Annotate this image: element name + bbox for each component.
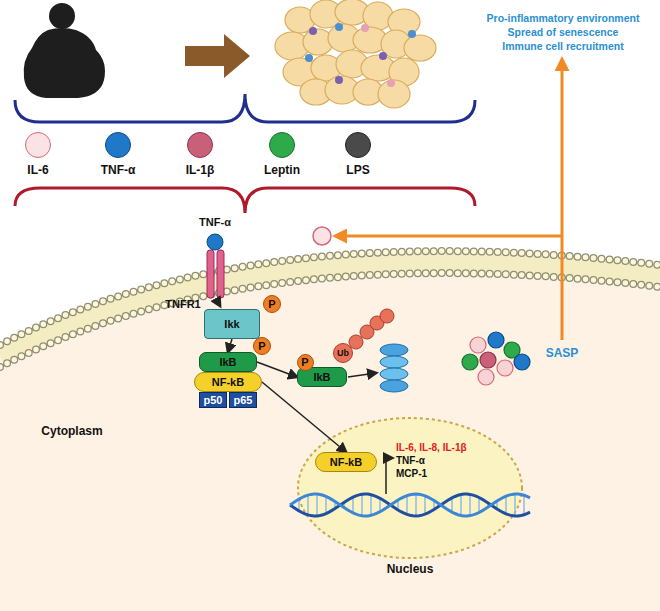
base-pair [406, 496, 408, 515]
arrow [386, 458, 392, 494]
base-pair [460, 495, 462, 516]
base-pair [514, 494, 516, 516]
node-text: IkB [219, 356, 236, 368]
receptor-label: TNFR1 [165, 298, 200, 310]
gene-label: IL-6, IL-8, IL-1β [396, 442, 467, 453]
node-text: Ub [337, 348, 349, 358]
subunit-box: p65 [229, 392, 257, 408]
node-text: IkB [313, 371, 330, 383]
base-pair [415, 494, 417, 516]
dna-strand [290, 494, 530, 516]
tnfr1-receptor [207, 234, 224, 298]
legend-text: IL-1β [186, 163, 215, 177]
arrow [185, 34, 250, 78]
base-pair [316, 494, 318, 516]
region-label: Cytoplasm [41, 424, 102, 438]
gene-label: TNF-α [396, 455, 425, 466]
ubiquitin-circle: Ub [333, 343, 353, 363]
dna-strand [290, 494, 530, 516]
legend-swatch [269, 132, 295, 158]
il6-molecule [313, 227, 331, 245]
nucleus [298, 418, 522, 558]
base-pair [307, 495, 309, 515]
phosphate-circle: P [253, 337, 271, 355]
legend-swatch [345, 132, 371, 158]
immune-cell [335, 76, 343, 84]
base-pair [451, 498, 453, 512]
arrow-connector [257, 362, 297, 377]
immune-cell [387, 79, 395, 87]
gene-label: MCP-1 [396, 468, 427, 479]
node-text: NF-kB [330, 456, 362, 468]
node-text: NF-kB [212, 376, 244, 388]
base-pair [469, 494, 471, 515]
legend-swatch [25, 132, 51, 158]
outcome-label: Spread of senescence [508, 26, 619, 38]
ubiquitin-chain [349, 309, 394, 349]
phosphate-circle: P [263, 295, 281, 313]
node-text: P [258, 340, 265, 352]
node-text: P [301, 356, 308, 368]
arrow-connector [262, 382, 346, 452]
legend-text: IL-6 [27, 163, 48, 177]
outcome-label: Immune cell recruitment [502, 40, 623, 52]
base-pair [370, 495, 372, 516]
subunit-box: p50 [199, 392, 227, 408]
obese-silhouette [24, 3, 105, 98]
arrow [348, 373, 376, 377]
immune-cell [309, 27, 317, 35]
fat-cell [404, 35, 436, 61]
protein-ellipse: NF-kB [315, 452, 377, 472]
base-pair [361, 494, 363, 516]
arrow [216, 299, 220, 306]
bracket [15, 188, 475, 213]
base-pair [424, 496, 426, 514]
fat-cell [378, 80, 410, 108]
legend-text: Leptin [264, 163, 300, 177]
protein-box: IkB [199, 352, 257, 372]
base-pair [325, 496, 327, 513]
proteasome [380, 344, 408, 392]
arrow [561, 62, 564, 340]
node-text: P [268, 298, 275, 310]
node-text: p50 [204, 394, 223, 406]
base-pair [505, 496, 507, 514]
sasp-cluster [462, 332, 530, 385]
protein-ellipse: NF-kB [194, 372, 262, 392]
dna-helix [290, 494, 530, 516]
phosphate-circle: P [297, 354, 314, 371]
legend-text: LPS [346, 163, 369, 177]
base-pair [523, 495, 525, 514]
base-pair [352, 497, 354, 513]
arrow-connector [228, 339, 232, 352]
immune-cell [335, 23, 343, 31]
arrow [338, 235, 562, 238]
adipose-tissue [275, 0, 436, 108]
immune-cell [361, 24, 369, 32]
base-pair [478, 497, 480, 512]
node-text: p65 [234, 394, 253, 406]
immune-cell [305, 54, 313, 62]
molecule-label: TNF-α [199, 216, 231, 228]
legend-swatch [187, 132, 213, 158]
sasp-label: SASP [544, 346, 581, 360]
kinase-box: Ikk [204, 309, 260, 339]
immune-cell [408, 30, 416, 38]
immune-cell [379, 52, 387, 60]
legend-swatch [105, 132, 131, 158]
region-label: Nucleus [387, 562, 434, 576]
outcome-label: Pro-inflammatory environment [487, 12, 640, 24]
bracket [15, 94, 475, 122]
node-text: Ikk [224, 318, 239, 330]
legend-text: TNF-α [101, 163, 136, 177]
